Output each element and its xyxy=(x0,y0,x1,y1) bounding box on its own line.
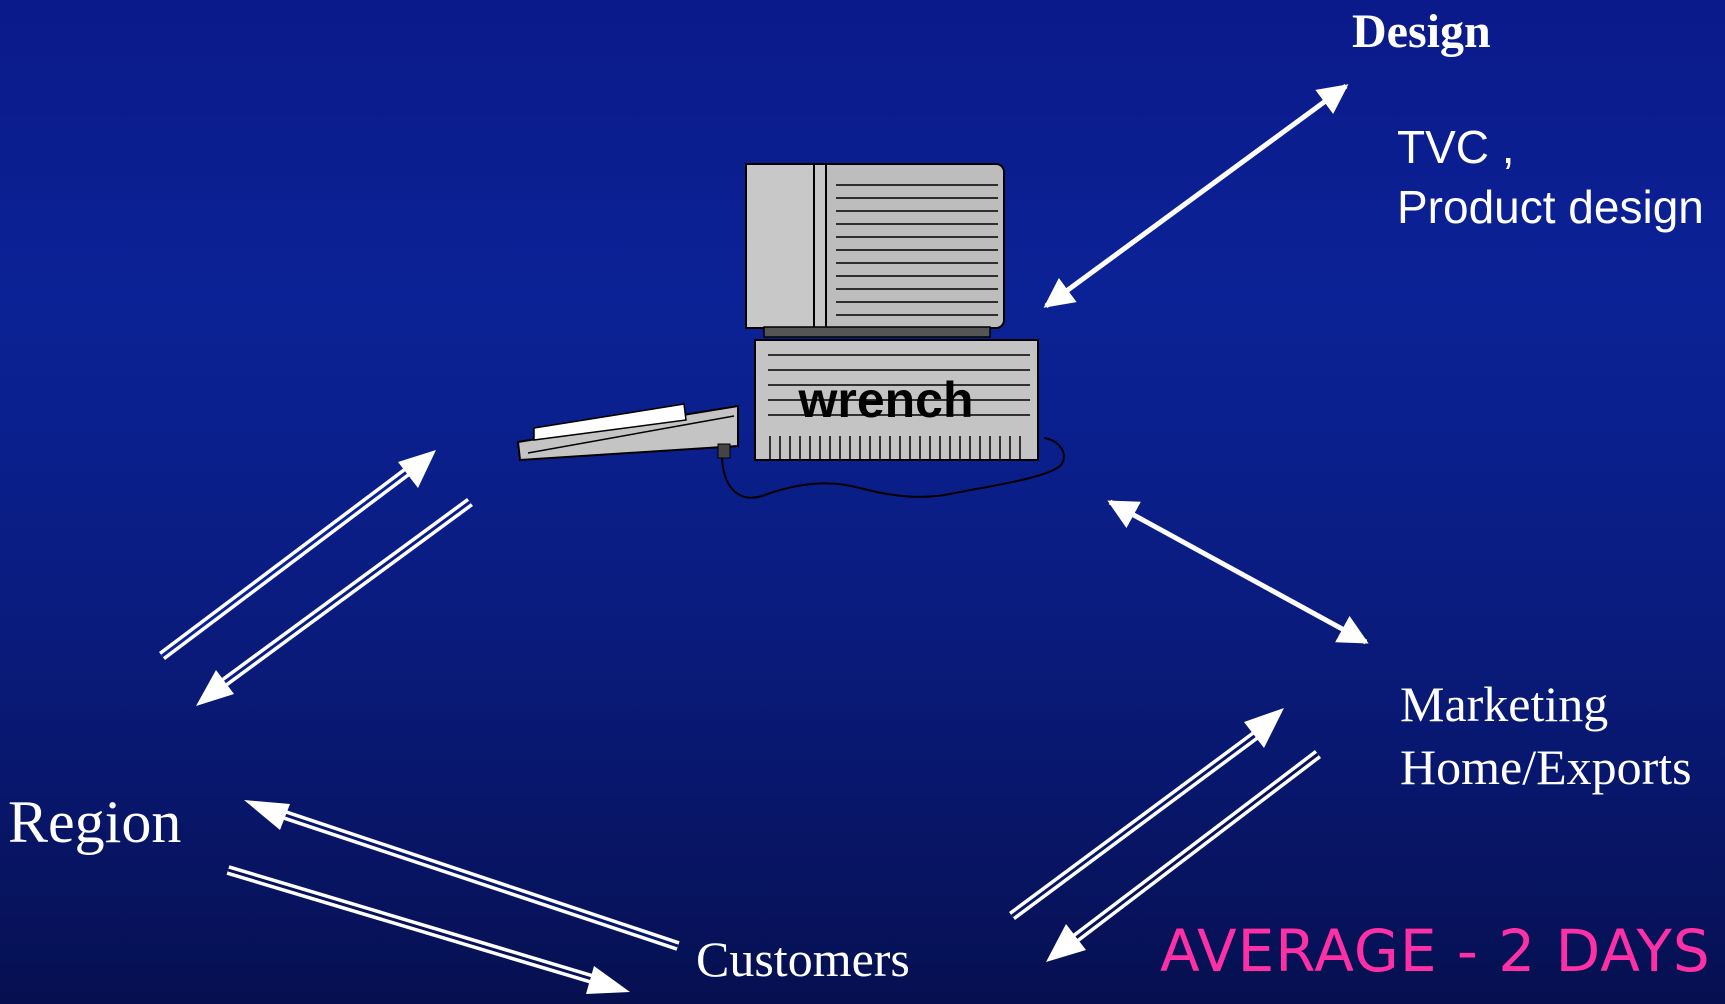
customers-label: Customers xyxy=(696,930,910,988)
design-item-tvc: TVC , xyxy=(1397,120,1515,174)
hub-label: wrench xyxy=(797,372,973,428)
arrow-hub-marketing xyxy=(1110,502,1366,642)
computer-icon xyxy=(518,164,1064,498)
arrow-customers-to-region xyxy=(244,800,678,946)
marketing-subtitle: Home/Exports xyxy=(1400,738,1692,796)
arrow-hub-design xyxy=(1046,86,1346,306)
marketing-title: Marketing xyxy=(1400,675,1608,733)
arrow-region-to-customers xyxy=(228,870,630,994)
average-days-note: AVERAGE - 2 DAYS xyxy=(1160,917,1711,985)
region-label: Region xyxy=(8,788,181,857)
design-item-product-design: Product design xyxy=(1397,180,1704,234)
design-title: Design xyxy=(1352,4,1491,59)
